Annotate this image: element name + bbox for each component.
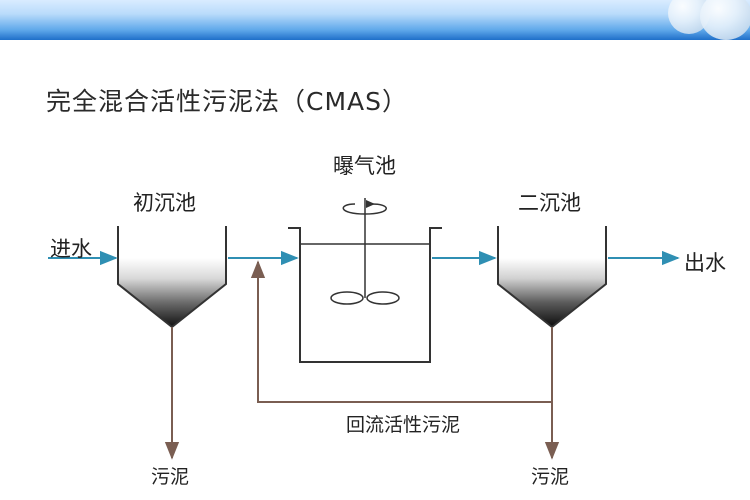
primary-sludge-label: 污泥: [151, 466, 190, 488]
return-sludge-arrow: [250, 260, 552, 403]
primary-clarifier: [117, 226, 227, 329]
header-bar: [0, 0, 750, 40]
aeration-tank-outline: [288, 227, 442, 363]
impeller-blade-right: [366, 291, 400, 305]
primary-clarifier-fill: [118, 258, 226, 327]
rotation-arrow-icon: [342, 203, 387, 215]
primary-clarifier-label: 初沉池: [133, 191, 196, 215]
page-title: 完全混合活性污泥法（CMAS）: [46, 87, 408, 116]
secondary-sludge-label: 污泥: [531, 466, 570, 488]
impeller-blade-left: [330, 291, 364, 305]
secondary-clarifier-fill: [498, 258, 606, 327]
effluent-label: 出水: [684, 251, 726, 275]
return-sludge-label: 回流活性污泥: [346, 414, 461, 436]
secondary-clarifier: [497, 226, 607, 329]
aeration-tank-label: 曝气池: [333, 154, 396, 178]
header-bubble-2: [700, 0, 750, 40]
influent-label: 进水: [50, 237, 92, 261]
secondary-clarifier-label: 二沉池: [518, 191, 581, 215]
rotation-arrowhead-icon: [366, 200, 375, 208]
aeration-tank: [288, 198, 442, 363]
